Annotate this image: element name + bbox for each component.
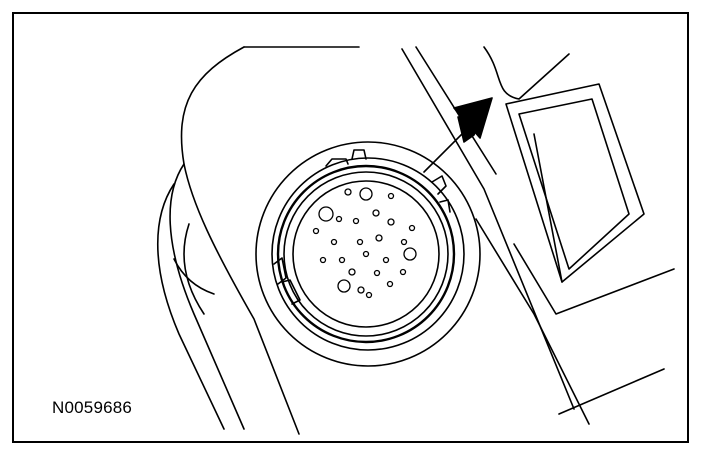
connector-pins — [312, 187, 417, 299]
connector-body — [255, 141, 481, 367]
connector-illustration — [157, 46, 675, 435]
illustration-frame: N0059686 — [12, 12, 689, 443]
mounting-bracket — [401, 46, 675, 425]
arrow-icon — [423, 97, 493, 173]
housing-outline — [157, 46, 360, 435]
figure-id-label: N0059686 — [52, 398, 133, 417]
